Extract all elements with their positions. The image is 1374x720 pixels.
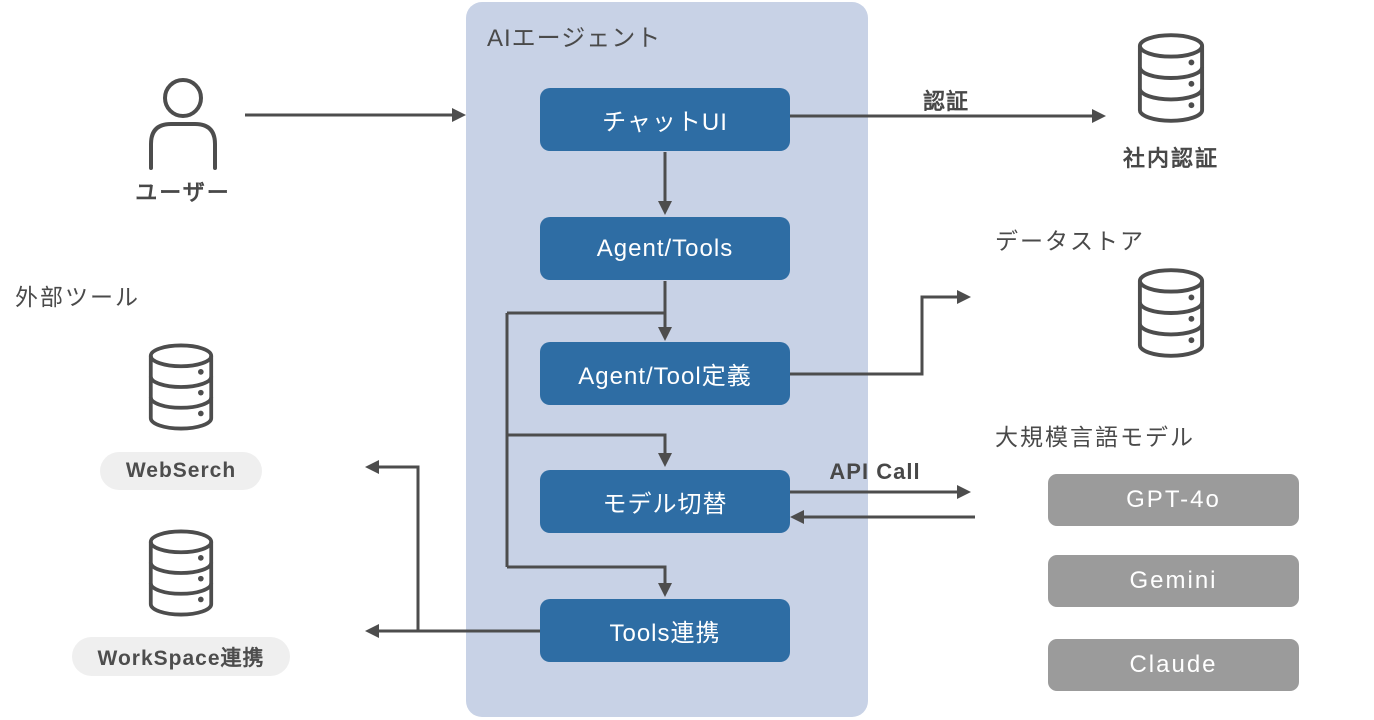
user-label: ユーザー [135, 180, 231, 205]
websearch-pill: WebSerch [100, 452, 262, 490]
node-agent-tools: Agent/Tools [540, 217, 790, 280]
llm-box-gpt4o: GPT-4o [1048, 474, 1299, 526]
llm-box-claude: Claude [1048, 639, 1299, 691]
workspace-pill-label: WorkSpace連携 [97, 646, 265, 670]
node-agent-tool-def: Agent/Tool定義 [540, 342, 790, 405]
auth-arrow-label: 認証 [922, 89, 969, 114]
api-call-label: API Call [829, 459, 921, 484]
llm-box-gpt4o-label: GPT-4o [1126, 486, 1221, 513]
node-tools-renkei: Tools連携 [540, 599, 790, 662]
node-chat-ui: チャットUI [540, 88, 790, 151]
database-icon-workspace [148, 529, 214, 617]
database-icon-websearch [148, 343, 214, 431]
workspace-pill: WorkSpace連携 [72, 637, 290, 676]
user-icon [149, 78, 217, 170]
auth-db-label: 社内認証 [1122, 146, 1219, 171]
database-icon-datastore [1137, 268, 1205, 358]
datastore-heading: データストア [995, 228, 1145, 254]
llm-heading: 大規模言語モデル [995, 424, 1195, 450]
ai-agent-panel-title: AIエージェント [487, 25, 662, 52]
node-model-switch: モデル切替 [540, 470, 790, 533]
node-agent-tool-def-label: Agent/Tool定義 [578, 363, 752, 390]
external-tools-heading: 外部ツール [15, 284, 140, 310]
node-tools-renkei-label: Tools連携 [609, 620, 721, 647]
database-icon-auth [1137, 33, 1205, 123]
llm-box-claude-label: Claude [1129, 651, 1218, 678]
node-model-switch-label: モデル切替 [602, 491, 728, 518]
llm-box-gemini: Gemini [1048, 555, 1299, 607]
node-agent-tools-label: Agent/Tools [596, 234, 734, 262]
node-chat-ui-label: チャットUI [602, 109, 728, 136]
websearch-pill-label: WebSerch [125, 459, 237, 482]
llm-box-gemini-label: Gemini [1129, 567, 1218, 594]
